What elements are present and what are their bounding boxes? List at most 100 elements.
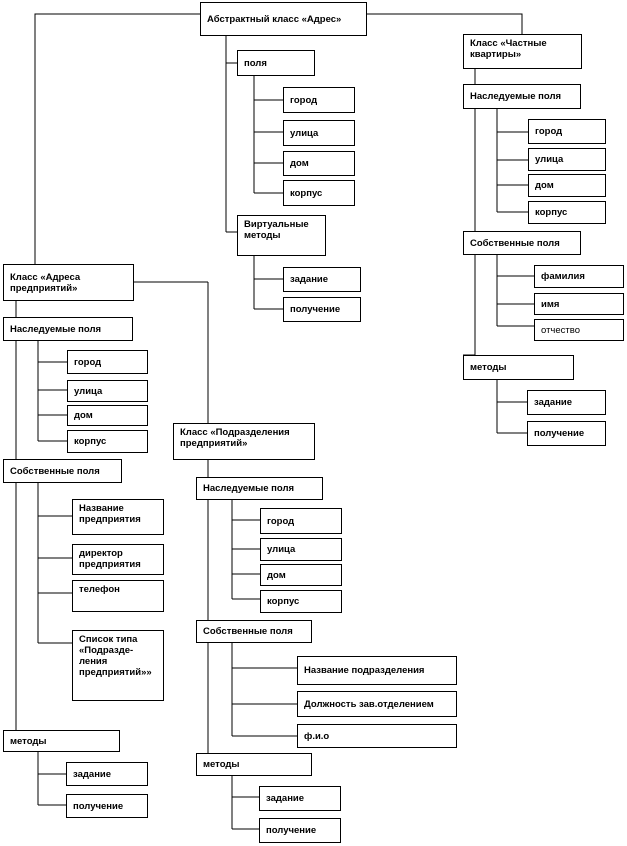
enterprise-methods-node: методы xyxy=(3,730,120,752)
enterprise-methods-label: методы xyxy=(10,735,47,747)
division-class: Класс «Подразделения предприятий» xyxy=(173,423,315,460)
division-inherited-label: Наследуемые поля xyxy=(203,483,295,494)
enterprise-method-set: задание xyxy=(66,762,148,786)
division-own-fio: ф.и.о xyxy=(297,724,457,748)
division-own-position: Должность зав.отделением xyxy=(297,691,457,717)
division-own-label: Собственные поля xyxy=(203,626,293,637)
division-inherited-field-label: улица xyxy=(267,544,296,555)
enterprise-inherited-building: корпус xyxy=(67,430,148,453)
division-method-label: задание xyxy=(266,793,305,804)
connector-root-private xyxy=(367,13,523,34)
enterprise-own-node: Собственные поля xyxy=(3,459,122,483)
abstract-field-street: улица xyxy=(283,120,355,146)
division-inherited-field-label: дом xyxy=(267,569,286,581)
abstract-field-house: дом xyxy=(283,151,355,176)
division-inherited-field-label: город xyxy=(267,515,295,527)
abstract-method-set: задание xyxy=(283,267,361,292)
private-inherited-field-label: дом xyxy=(535,180,554,191)
division-inherited-building: корпус xyxy=(260,590,342,613)
enterprise-inherited-field-label: корпус xyxy=(74,436,107,447)
abstract-method-get: получение xyxy=(283,297,361,322)
abstract-field-city: город xyxy=(283,87,355,113)
enterprise-inherited-house: дом xyxy=(67,405,148,426)
enterprise-own-field-label: Название предприятия xyxy=(79,503,141,525)
enterprise-method-label: задание xyxy=(73,768,112,780)
abstract-field-label: дом xyxy=(290,158,309,169)
enterprise-own-field-label: Список типа «Подразде-ления предприятий»… xyxy=(79,634,152,678)
private-inherited-building: корпус xyxy=(528,201,606,224)
enterprise-inherited-city: город xyxy=(67,350,148,374)
private-inherited-city: город xyxy=(528,119,606,144)
private-inherited-node: Наследуемые поля xyxy=(463,84,581,109)
private-own-node: Собственные поля xyxy=(463,231,581,255)
division-own-name: Название подразделения xyxy=(297,656,457,685)
abstract-field-building: корпус xyxy=(283,180,355,206)
abstract-method-label: задание xyxy=(290,274,329,285)
private-own-surname: фамилия xyxy=(534,265,624,288)
division-inherited-street: улица xyxy=(260,538,342,561)
private-method-set: задание xyxy=(527,390,606,415)
enterprise-inherited-field-label: город xyxy=(74,356,102,368)
private-method-label: получение xyxy=(534,428,585,439)
division-own-field-label: Название подразделения xyxy=(304,665,425,676)
enterprise-own-division-list: Список типа «Подразде-ления предприятий»… xyxy=(72,630,164,701)
private-flats-title: Класс «Частные квартиры» xyxy=(470,38,547,60)
private-inherited-street: улица xyxy=(528,148,606,171)
enterprise-own-label: Собственные поля xyxy=(10,465,100,477)
private-methods-node: методы xyxy=(463,355,574,380)
enterprise-inherited-field-label: улица xyxy=(74,385,103,397)
division-title: Класс «Подразделения предприятий» xyxy=(180,427,290,449)
root-abstract-class: Абстрактный класс «Адрес» xyxy=(200,2,367,36)
abstract-methods-label: Виртуальные методы xyxy=(244,219,309,241)
private-method-label: задание xyxy=(534,397,573,408)
root-title: Абстрактный класс «Адрес» xyxy=(207,13,342,25)
enterprise-inherited-street: улица xyxy=(67,380,148,402)
abstract-methods-node: Виртуальные методы xyxy=(237,215,326,256)
enterprise-inherited-label: Наследуемые поля xyxy=(10,323,102,335)
private-methods-label: методы xyxy=(470,362,507,373)
private-own-patronymic: отчество xyxy=(534,319,624,341)
private-own-field-label: фамилия xyxy=(541,271,585,282)
private-own-field-label: имя xyxy=(541,298,560,310)
enterprise-own-field-label: телефон xyxy=(79,584,120,595)
abstract-fields-label: поля xyxy=(244,57,267,69)
abstract-field-label: корпус xyxy=(290,187,323,199)
enterprise-title: Класс «Адреса предприятий» xyxy=(10,271,81,294)
private-inherited-field-label: улица xyxy=(535,154,564,165)
private-own-label: Собственные поля xyxy=(470,237,560,249)
connector-root-enterprise xyxy=(34,13,200,264)
division-inherited-city: город xyxy=(260,508,342,534)
division-method-get: получение xyxy=(259,818,341,843)
private-inherited-house: дом xyxy=(528,174,606,197)
division-own-field-label: ф.и.о xyxy=(304,730,330,742)
abstract-field-label: улица xyxy=(290,127,319,139)
division-inherited-house: дом xyxy=(260,564,342,586)
enterprise-inherited-node: Наследуемые поля xyxy=(3,317,133,341)
enterprise-class: Класс «Адреса предприятий» xyxy=(3,264,134,301)
abstract-field-label: город xyxy=(290,94,318,106)
division-methods-label: методы xyxy=(203,759,240,770)
enterprise-method-label: получение xyxy=(73,800,124,812)
division-inherited-node: Наследуемые поля xyxy=(196,477,323,500)
enterprise-own-name: Название предприятия xyxy=(72,499,164,535)
enterprise-own-field-label: директор предприятия xyxy=(79,548,141,570)
division-own-node: Собственные поля xyxy=(196,620,312,643)
enterprise-inherited-field-label: дом xyxy=(74,410,93,421)
private-flats-class: Класс «Частные квартиры» xyxy=(463,34,582,69)
division-inherited-field-label: корпус xyxy=(267,596,300,607)
division-method-label: получение xyxy=(266,825,317,836)
private-own-name: имя xyxy=(534,293,624,315)
enterprise-own-phone: телефон xyxy=(72,580,164,612)
division-own-field-label: Должность зав.отделением xyxy=(304,698,434,710)
private-inherited-field-label: корпус xyxy=(535,207,568,218)
enterprise-method-get: получение xyxy=(66,794,148,818)
private-inherited-label: Наследуемые поля xyxy=(470,91,562,102)
abstract-fields-node: поля xyxy=(237,50,315,76)
enterprise-own-director: директор предприятия xyxy=(72,544,164,575)
private-inherited-field-label: город xyxy=(535,126,563,137)
private-own-field-label: отчество xyxy=(541,324,580,336)
division-method-set: задание xyxy=(259,786,341,811)
abstract-method-label: получение xyxy=(290,304,341,315)
division-methods-node: методы xyxy=(196,753,312,776)
